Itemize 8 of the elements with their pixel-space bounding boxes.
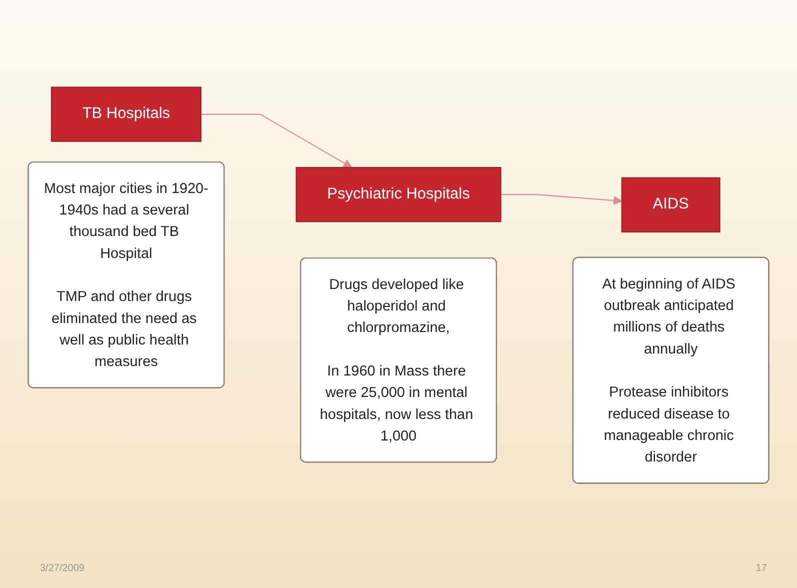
node-box bbox=[50, 86, 202, 142]
arrow bbox=[500, 194, 622, 205]
arrow bbox=[200, 114, 352, 168]
flow-diagram: TB Hospitals Most major cities in 1920-1940s had a several thousand bed TB Hospital TMP and other drugs eliminated the need as well as public health measures Psychiatric Hospitals Drugs developed like haloperidol and chlorpromazine, In 1960 in Mass there were 25,000 in mental hospitals, now less than 1,000 AIDS At beginning of AIDS outbreak anticipated millions of deaths annually Protease inhibitors reduced disease to manageable chronic disorder bbox=[20, 78, 777, 492]
page-number: 17 bbox=[756, 563, 767, 574]
date-footer: 3/27/2009 bbox=[40, 563, 84, 574]
node-box bbox=[296, 166, 502, 222]
node-box bbox=[621, 177, 720, 232]
